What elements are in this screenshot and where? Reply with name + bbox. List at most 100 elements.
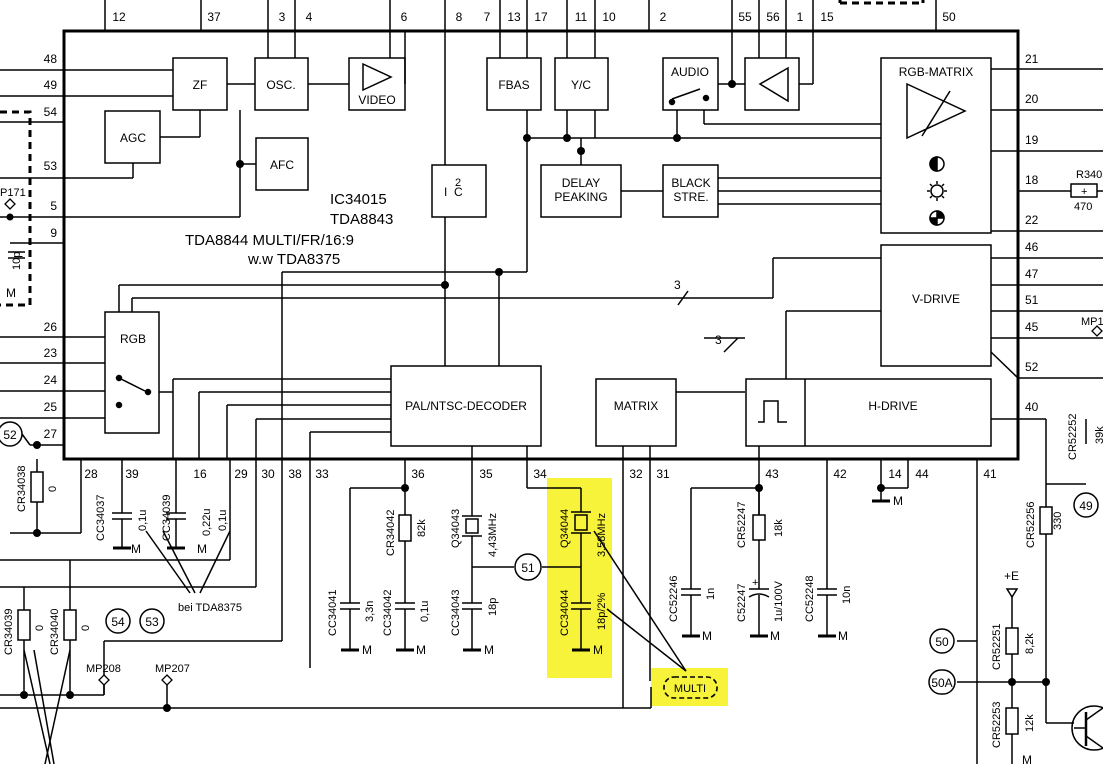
component-label: CR34039 xyxy=(3,609,15,655)
yc-label: Y/C xyxy=(571,78,591,92)
pin-label: 26 xyxy=(44,320,58,334)
peaking-label: PEAKING xyxy=(554,190,607,204)
component-label: Q34043 xyxy=(450,509,462,548)
component-label: CR34040 xyxy=(49,609,61,655)
ground-label: M xyxy=(6,286,16,300)
test-point-label: MP1 xyxy=(1081,316,1103,328)
h-drive-block xyxy=(745,378,992,447)
pin-label: 49 xyxy=(44,78,58,92)
pin-label: 39 xyxy=(125,467,139,481)
pin-label: 29 xyxy=(234,467,248,481)
pin-label: 24 xyxy=(44,373,58,387)
pin-label: 17 xyxy=(534,10,548,24)
ground-label: M xyxy=(593,643,603,657)
supply-label: +E xyxy=(1004,569,1019,583)
ground-label: M xyxy=(416,643,426,657)
pin-label: 32 xyxy=(629,467,643,481)
video-label: VIDEO xyxy=(358,93,395,107)
pin-label: 12 xyxy=(112,10,126,24)
fbas-label: FBAS xyxy=(498,78,529,92)
pin-label: 31 xyxy=(656,467,670,481)
ic-title-2: TDA8843 xyxy=(330,211,393,228)
component-value: 39k xyxy=(1094,426,1103,444)
fbas-block xyxy=(486,57,542,111)
audio-amp-block xyxy=(744,57,800,111)
component-label: Q34044 xyxy=(559,509,571,548)
pin-label: 21 xyxy=(1025,52,1039,66)
black-label: BLACK xyxy=(671,176,710,190)
ground-label: M xyxy=(770,629,780,643)
ic-title-1: IC34015 xyxy=(330,191,387,208)
pin-label: 54 xyxy=(44,105,58,119)
pin-label: 35 xyxy=(479,467,493,481)
pin-label: 28 xyxy=(84,467,98,481)
component-value: 4,43MHz xyxy=(487,513,499,557)
pin-label: 22 xyxy=(1025,213,1039,227)
component-label: CC34037 xyxy=(95,495,107,541)
agc-label: AGC xyxy=(120,131,146,145)
ground-label: M xyxy=(484,643,494,657)
pin-label: 7 xyxy=(484,10,491,24)
pin-label: 43 xyxy=(765,467,779,481)
ground-label: M xyxy=(702,629,712,643)
component-value: 3,58MHz xyxy=(596,513,608,557)
component-label: CC34042 xyxy=(382,590,394,636)
pin-label: 40 xyxy=(1025,400,1039,414)
component-label: R34056 xyxy=(1076,169,1103,181)
pin-label: 36 xyxy=(411,467,425,481)
ground-label: M xyxy=(893,494,903,508)
component-label: CC34039 xyxy=(161,495,173,541)
pin-label: 16 xyxy=(193,467,207,481)
rgb-matrix-label: RGB-MATRIX xyxy=(899,65,973,79)
pin-label: 48 xyxy=(44,52,58,66)
component-value: 10n xyxy=(841,586,853,604)
pin-label: 15 xyxy=(820,10,834,24)
test-point-label: MP208 xyxy=(86,663,121,675)
pin-label: 14 xyxy=(888,467,902,481)
i2c-i-label: I xyxy=(444,185,447,199)
component-label: C52247 xyxy=(736,583,748,622)
ground-label: M xyxy=(838,629,848,643)
pin-label: 55 xyxy=(738,10,752,24)
pin-label: 46 xyxy=(1025,240,1039,254)
component-value: 470 xyxy=(1074,201,1092,213)
component-label: CR52256 xyxy=(1025,502,1037,548)
component-value: 0 xyxy=(47,486,59,492)
pin-label: 38 xyxy=(288,467,302,481)
ic-title-4: w.w TDA8375 xyxy=(247,251,340,268)
pin-label: 20 xyxy=(1025,92,1039,106)
ref-label: 54 xyxy=(111,615,125,629)
decoder-label: PAL/NTSC-DECODER xyxy=(405,399,527,413)
pin-label: 4 xyxy=(306,10,313,24)
ref-label: 49 xyxy=(1079,499,1093,513)
v-drive-block xyxy=(880,244,992,367)
pin-label: 1 xyxy=(797,10,804,24)
pin-label: 2 xyxy=(660,10,667,24)
matrix-block xyxy=(595,378,677,447)
ic-title-3: TDA8844 MULTI/FR/16:9 xyxy=(185,232,354,249)
component-label: CC34041 xyxy=(327,590,339,636)
pin-label: 19 xyxy=(1025,133,1039,147)
ic-outline xyxy=(62,29,1020,461)
afc-label: AFC xyxy=(270,158,294,172)
h-drive-label: H-DRIVE xyxy=(868,399,917,413)
pin-label: 13 xyxy=(507,10,521,24)
pin-label: 45 xyxy=(1025,320,1039,334)
v-drive-label: V-DRIVE xyxy=(912,292,960,306)
pin-label: 25 xyxy=(44,400,58,414)
pin-label: 27 xyxy=(44,427,58,441)
pin-label: 5 xyxy=(50,199,57,213)
rgb-switch-block xyxy=(104,311,160,434)
ref-label: 52 xyxy=(3,428,17,442)
component-value: 10p xyxy=(11,252,23,270)
ref-label: 50A xyxy=(931,676,952,690)
ground-label: M xyxy=(131,542,141,556)
component-value: 0 xyxy=(34,625,46,631)
pin-label: 34 xyxy=(533,467,547,481)
component-label: CR52252 xyxy=(1067,414,1079,460)
matrix-label: MATRIX xyxy=(614,399,658,413)
component-label: CC52248 xyxy=(804,576,816,622)
pin-label: 37 xyxy=(207,10,221,24)
zf-label: ZF xyxy=(193,78,208,92)
component-value: 12k xyxy=(1024,714,1036,732)
